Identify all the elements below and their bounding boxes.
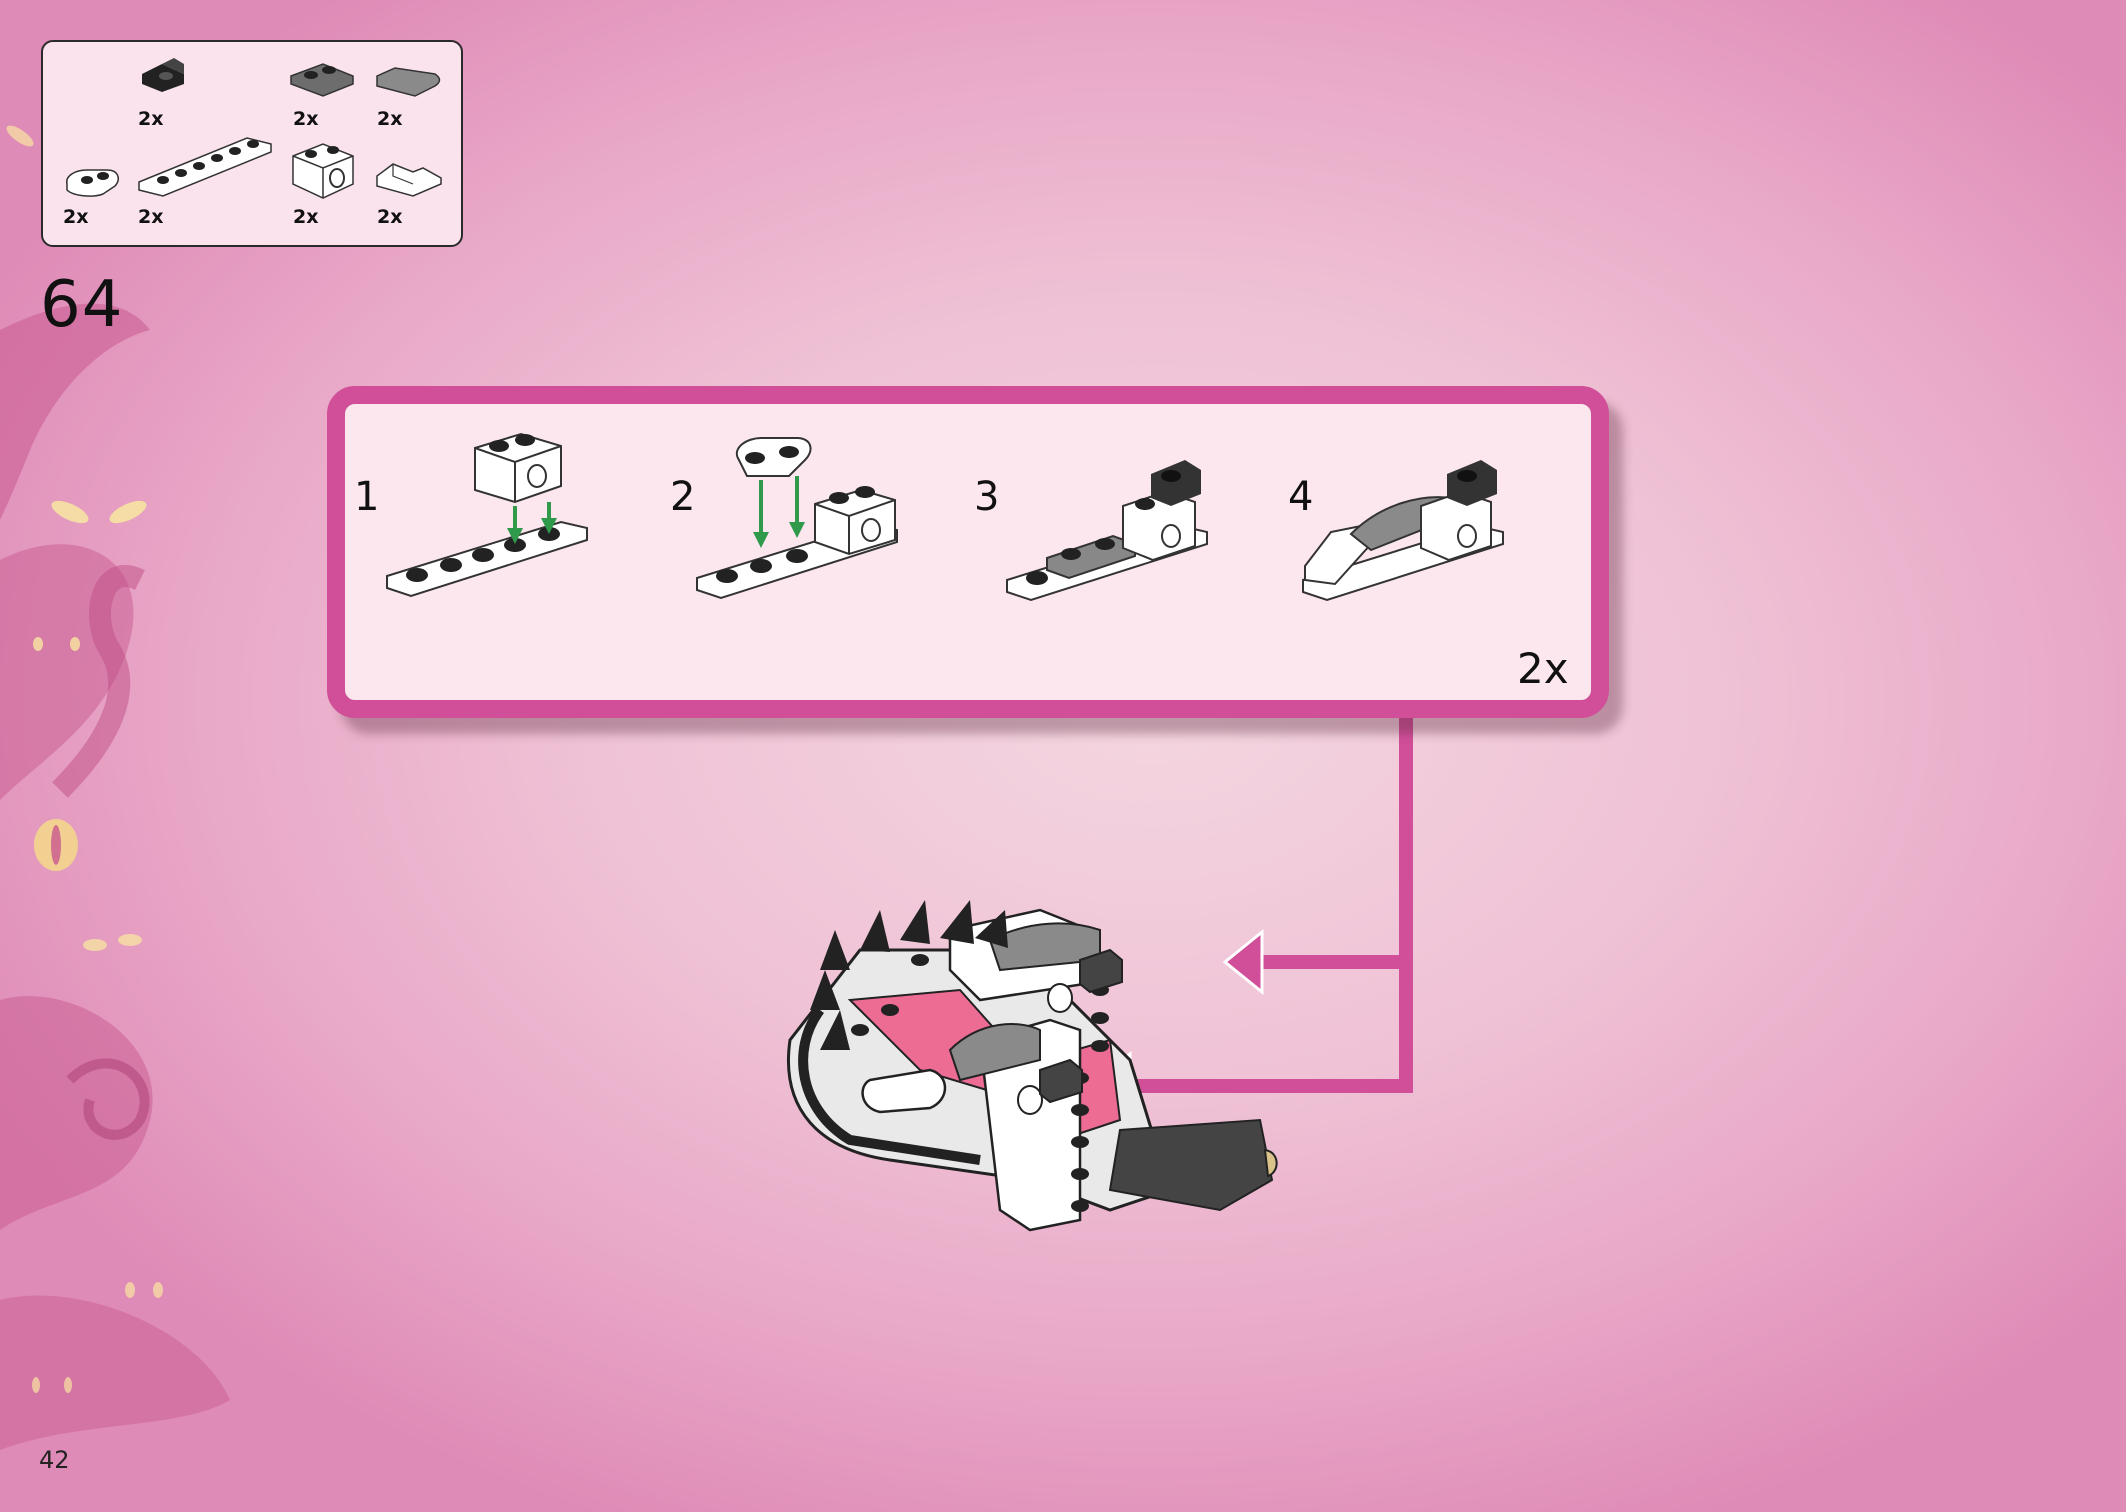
step-number: 64 [40, 268, 124, 342]
black-bracket-part [142, 58, 184, 92]
sub-assembly-count: 2x [1517, 644, 1569, 693]
parts-list-box: 2x 2x 2x 2x 2x 2x 2x [41, 40, 463, 247]
sub-assembly-panel: 1 2 [327, 386, 1609, 718]
part-qty: 2x [293, 206, 319, 228]
main-model-diagram [787, 900, 1278, 1232]
sub-step-label: 4 [1288, 474, 1314, 520]
dark-gray-plate-part [290, 63, 354, 97]
part-qty: 2x [138, 206, 164, 228]
white-technic-brick-part [292, 143, 354, 199]
part-qty: 2x [63, 206, 89, 228]
sub-step-label: 2 [670, 474, 696, 520]
sub-step-label: 3 [974, 474, 1000, 520]
green-down-arrow-icon [507, 502, 557, 544]
page-number: 42 [39, 1446, 70, 1474]
white-rounded-plate-part [66, 169, 120, 197]
sub-step-label: 1 [354, 474, 380, 520]
part-qty: 2x [377, 206, 403, 228]
sub-step-4-diagram [1302, 460, 1504, 602]
white-long-plate-part [138, 137, 272, 197]
sub-step-1-diagram [386, 432, 588, 598]
green-down-arrow-icon [753, 476, 805, 548]
sub-step-3-diagram [1006, 460, 1208, 602]
part-qty: 2x [138, 108, 164, 130]
part-qty: 2x [377, 108, 403, 130]
pink-placement-arrow-icon [1222, 928, 1264, 996]
part-qty: 2x [293, 108, 319, 130]
white-wedge-part [376, 163, 442, 197]
gray-curved-slope-part [376, 67, 441, 97]
sub-step-2-diagram [696, 437, 898, 600]
